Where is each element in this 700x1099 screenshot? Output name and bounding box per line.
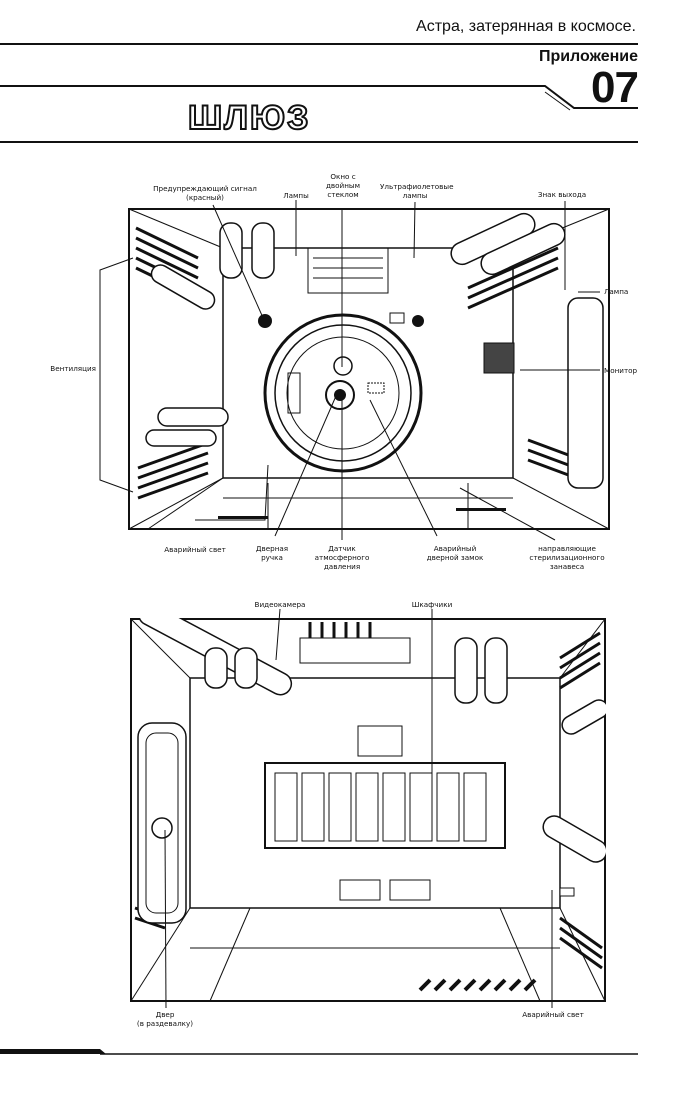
label-double-window: Окно с двойным стеклом	[325, 172, 361, 199]
page-title: ШЛЮЗ	[187, 98, 311, 138]
label-lockers: Шкафчики	[411, 600, 453, 609]
label-lamp: Лампа	[604, 287, 629, 296]
label-ventilation: Вентиляция	[50, 364, 96, 373]
label-door-handle: Дверная ручка	[255, 544, 289, 562]
header-rules	[0, 43, 638, 143]
airlock-hatch-illustration	[128, 208, 610, 530]
label-monitor: Монитор	[604, 366, 638, 375]
label-emergency-light-2: Аварийный свет	[522, 1010, 584, 1019]
label-uv-lamps: Ультрафиолетовые лампы	[380, 182, 454, 200]
label-warning-signal: Предупреждающий сигнал (красный)	[153, 184, 257, 202]
label-door-changing-room: Двер (в раздевалку)	[136, 1010, 194, 1028]
label-pressure-sensor: Датчик атмосферного давления	[314, 544, 370, 571]
label-lamps: Лампы	[283, 191, 309, 200]
series-title: Астра, затерянная в космосе.	[416, 18, 636, 35]
label-exit-sign: Знак выхода	[537, 190, 587, 199]
appendix-number: 07	[591, 63, 639, 112]
airlock-lockers-illustration	[130, 618, 606, 1002]
appendix-label: Приложение	[538, 48, 638, 65]
label-camera: Видеокамера	[254, 600, 306, 609]
footer-rule	[0, 1049, 638, 1055]
label-emergency-lock: Аварийный дверной замок	[426, 544, 484, 562]
figure1-leader-lines	[99, 200, 600, 541]
label-emergency-light: Аварийный свет	[164, 545, 226, 554]
label-curtain-rails: направляющие стерилизационного занавеса	[529, 544, 605, 571]
